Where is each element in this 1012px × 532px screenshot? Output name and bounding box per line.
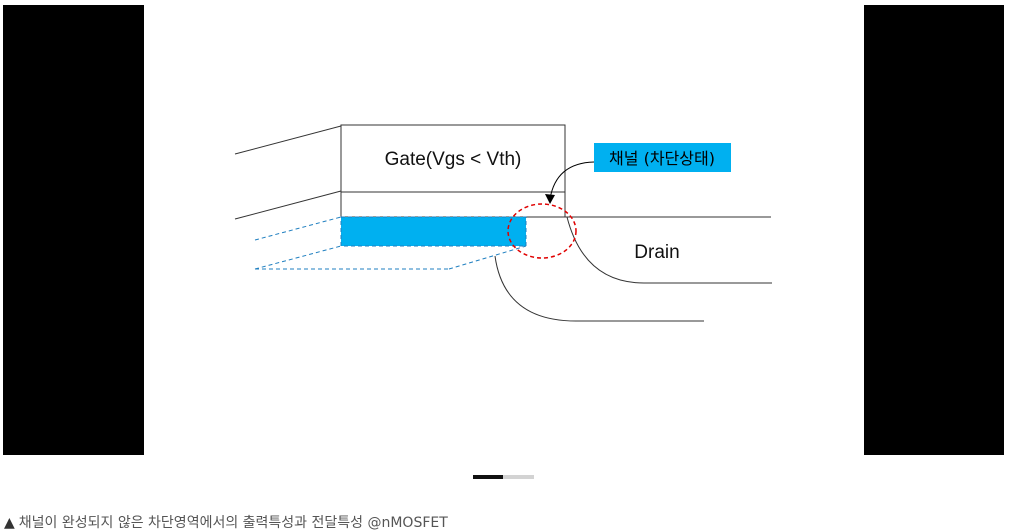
channel-region — [340, 216, 527, 247]
callout-arrowhead — [545, 194, 555, 204]
pager-dot-2[interactable] — [503, 475, 534, 479]
gate-top-perspective-line — [234, 125, 342, 155]
oxide-perspective-line — [234, 190, 342, 220]
gate-label: Gate(Vgs < Vth) — [385, 149, 522, 170]
channel-depth-line-bottom — [254, 245, 342, 270]
callout-arrow — [549, 161, 595, 200]
gate-box — [340, 124, 566, 193]
channel-depth-line-corner — [448, 245, 527, 270]
caption-text: 채널이 완성되지 않은 차단영역에서의 출력특성과 전달특성 @nMOSFET — [18, 515, 448, 531]
carousel-pager — [473, 475, 534, 479]
drain-curve — [566, 216, 772, 284]
mosfet-diagram: Gate(Vgs < Vth) Drain 채널 (차단상태) — [144, 5, 864, 455]
figure-caption: ▲채널이 완성되지 않은 차단영역에서의 출력특성과 전달특성 @nMOSFET — [4, 512, 448, 532]
substrate-curve — [494, 255, 704, 322]
pinch-highlight-circle — [507, 203, 577, 259]
channel-depth-line-top — [254, 216, 342, 241]
pager-dot-1[interactable] — [473, 475, 503, 479]
drain-label: Drain — [634, 242, 679, 263]
channel-callout-label: 채널 (차단상태) — [609, 149, 715, 168]
triangle-marker-icon: ▲ — [4, 515, 15, 531]
channel-callout-box — [594, 143, 731, 172]
